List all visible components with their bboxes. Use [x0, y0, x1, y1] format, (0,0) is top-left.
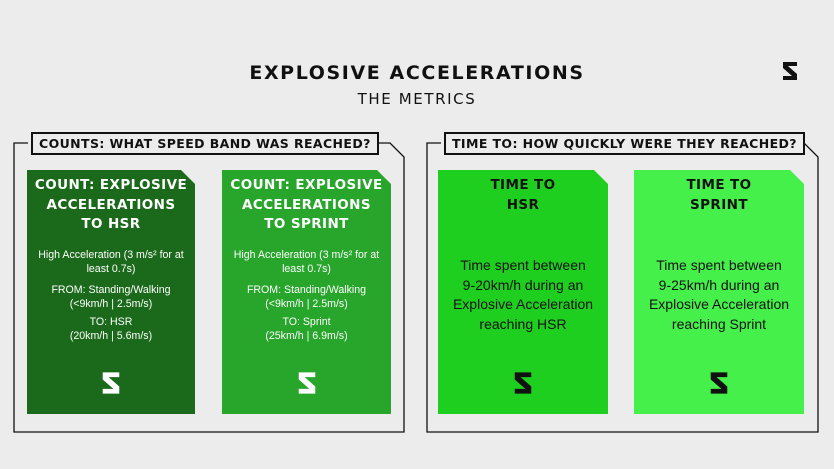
brand-logo-icon [783, 62, 797, 80]
description-line: 9-25km/h during an [658, 276, 780, 293]
card-count-hsr: COUNT: EXPLOSIVE ACCELERATIONS TO HSR Hi… [27, 170, 195, 414]
card-title-line: ACCELERATIONS [46, 196, 176, 213]
card-title: COUNT: EXPLOSIVE ACCELERATIONS TO HSR [27, 176, 195, 235]
from-line: FROM: Standing/Walking [51, 284, 171, 296]
time-to-section-label: TIME TO: HOW QUICKLY WERE THEY REACHED? [444, 132, 805, 155]
criteria-line: least 0.7s) [282, 263, 331, 275]
description-line: Time spent between [656, 257, 782, 273]
to-line: (20km/h | 5.6m/s) [69, 330, 153, 342]
card-title: COUNT: EXPLOSIVE ACCELERATIONS TO SPRINT [222, 176, 391, 235]
counts-section-label: COUNTS: WHAT SPEED BAND WAS REACHED? [31, 132, 379, 155]
card-title-line: SPRINT [690, 196, 748, 213]
brand-logo-icon [99, 370, 123, 396]
card-time-to-sprint: TIME TO SPRINT Time spent between 9-25km… [634, 170, 804, 414]
card-description: Time spent between 9-25km/h during an Ex… [642, 256, 796, 334]
description-line: 9-20km/h during an [462, 276, 584, 293]
from-line: (<9km/h | 2.5m/s) [69, 298, 153, 310]
card-title-line: TIME TO [686, 177, 752, 193]
card-title: TIME TO SPRINT [634, 176, 804, 215]
card-to: TO: HSR (20km/h | 5.6m/s) [33, 315, 189, 343]
criteria-line: least 0.7s) [86, 263, 136, 275]
page-title: EXPLOSIVE ACCELERATIONS [249, 62, 585, 84]
card-description: Time spent between 9-20km/h during an Ex… [446, 256, 600, 334]
description-line: reaching HSR [479, 315, 567, 332]
to-line: TO: Sprint [282, 316, 331, 328]
card-title-line: HSR [506, 196, 540, 213]
description-line: reaching Sprint [671, 315, 767, 332]
criteria-line: High Acceleration (3 m/s² for at [233, 249, 380, 261]
card-title-line: TO SPRINT [264, 216, 349, 232]
card-title-line: TIME TO [490, 177, 556, 193]
brand-logo-icon [707, 370, 731, 396]
criteria-line: High Acceleration (3 m/s² for at [38, 249, 184, 261]
card-title-line: ACCELERATIONS [241, 196, 372, 213]
card-count-sprint: COUNT: EXPLOSIVE ACCELERATIONS TO SPRINT… [222, 170, 391, 414]
card-criteria: High Acceleration (3 m/s² for at least 0… [228, 248, 385, 276]
from-line: (<9km/h | 2.5m/s) [265, 298, 348, 310]
brand-logo-icon [511, 370, 535, 396]
card-time-to-hsr: TIME TO HSR Time spent between 9-20km/h … [438, 170, 608, 414]
description-line: Time spent between [460, 257, 586, 273]
card-title-line: COUNT: EXPLOSIVE [34, 177, 188, 193]
to-line: (25km/h | 6.9m/s) [265, 330, 348, 342]
from-line: FROM: Standing/Walking [246, 284, 367, 296]
to-line: TO: HSR [89, 316, 133, 328]
description-line: Explosive Acceleration [648, 296, 790, 312]
card-from: FROM: Standing/Walking (<9km/h | 2.5m/s) [33, 283, 189, 311]
page-subtitle: THE METRICS [357, 90, 477, 108]
card-from: FROM: Standing/Walking (<9km/h | 2.5m/s) [228, 283, 385, 311]
card-title-line: COUNT: EXPLOSIVE [230, 177, 383, 193]
description-line: Explosive Acceleration [452, 296, 594, 312]
card-title: TIME TO HSR [438, 176, 608, 215]
card-criteria: High Acceleration (3 m/s² for at least 0… [33, 248, 189, 276]
card-title-line: TO HSR [81, 216, 141, 232]
card-to: TO: Sprint (25km/h | 6.9m/s) [228, 315, 385, 343]
brand-logo-icon [295, 370, 319, 396]
